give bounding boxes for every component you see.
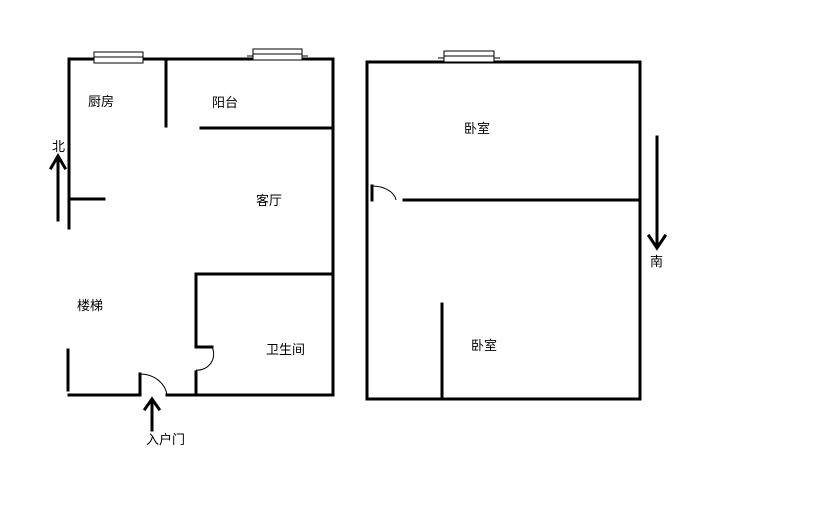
lower-bedroom-label: 卧室 [471, 338, 497, 354]
balcony-window [247, 48, 308, 61]
entrance-door [138, 372, 168, 397]
kitchen-window [88, 51, 149, 64]
south-arrow [646, 135, 668, 251]
north-arrow [48, 153, 68, 222]
right-outer-walls [365, 60, 642, 401]
right-floor-plan [365, 50, 642, 401]
south-label: 南 [650, 254, 663, 270]
left-floor-plan [66, 48, 335, 432]
living-room-label: 客厅 [256, 193, 282, 209]
balcony-label: 阳台 [212, 96, 238, 111]
kitchen-label: 厨房 [88, 94, 114, 110]
north-label: 北 [52, 140, 65, 155]
bedroom-window [438, 50, 500, 63]
bathroom-door [194, 345, 215, 371]
upper-bedroom-label: 卧室 [464, 121, 490, 137]
bathroom-label: 卫生间 [266, 343, 305, 358]
stairs-label: 楼梯 [77, 299, 103, 314]
entrance-arrow [142, 396, 162, 432]
entrance-label: 入户门 [146, 432, 185, 448]
bedroom-door [370, 184, 397, 202]
